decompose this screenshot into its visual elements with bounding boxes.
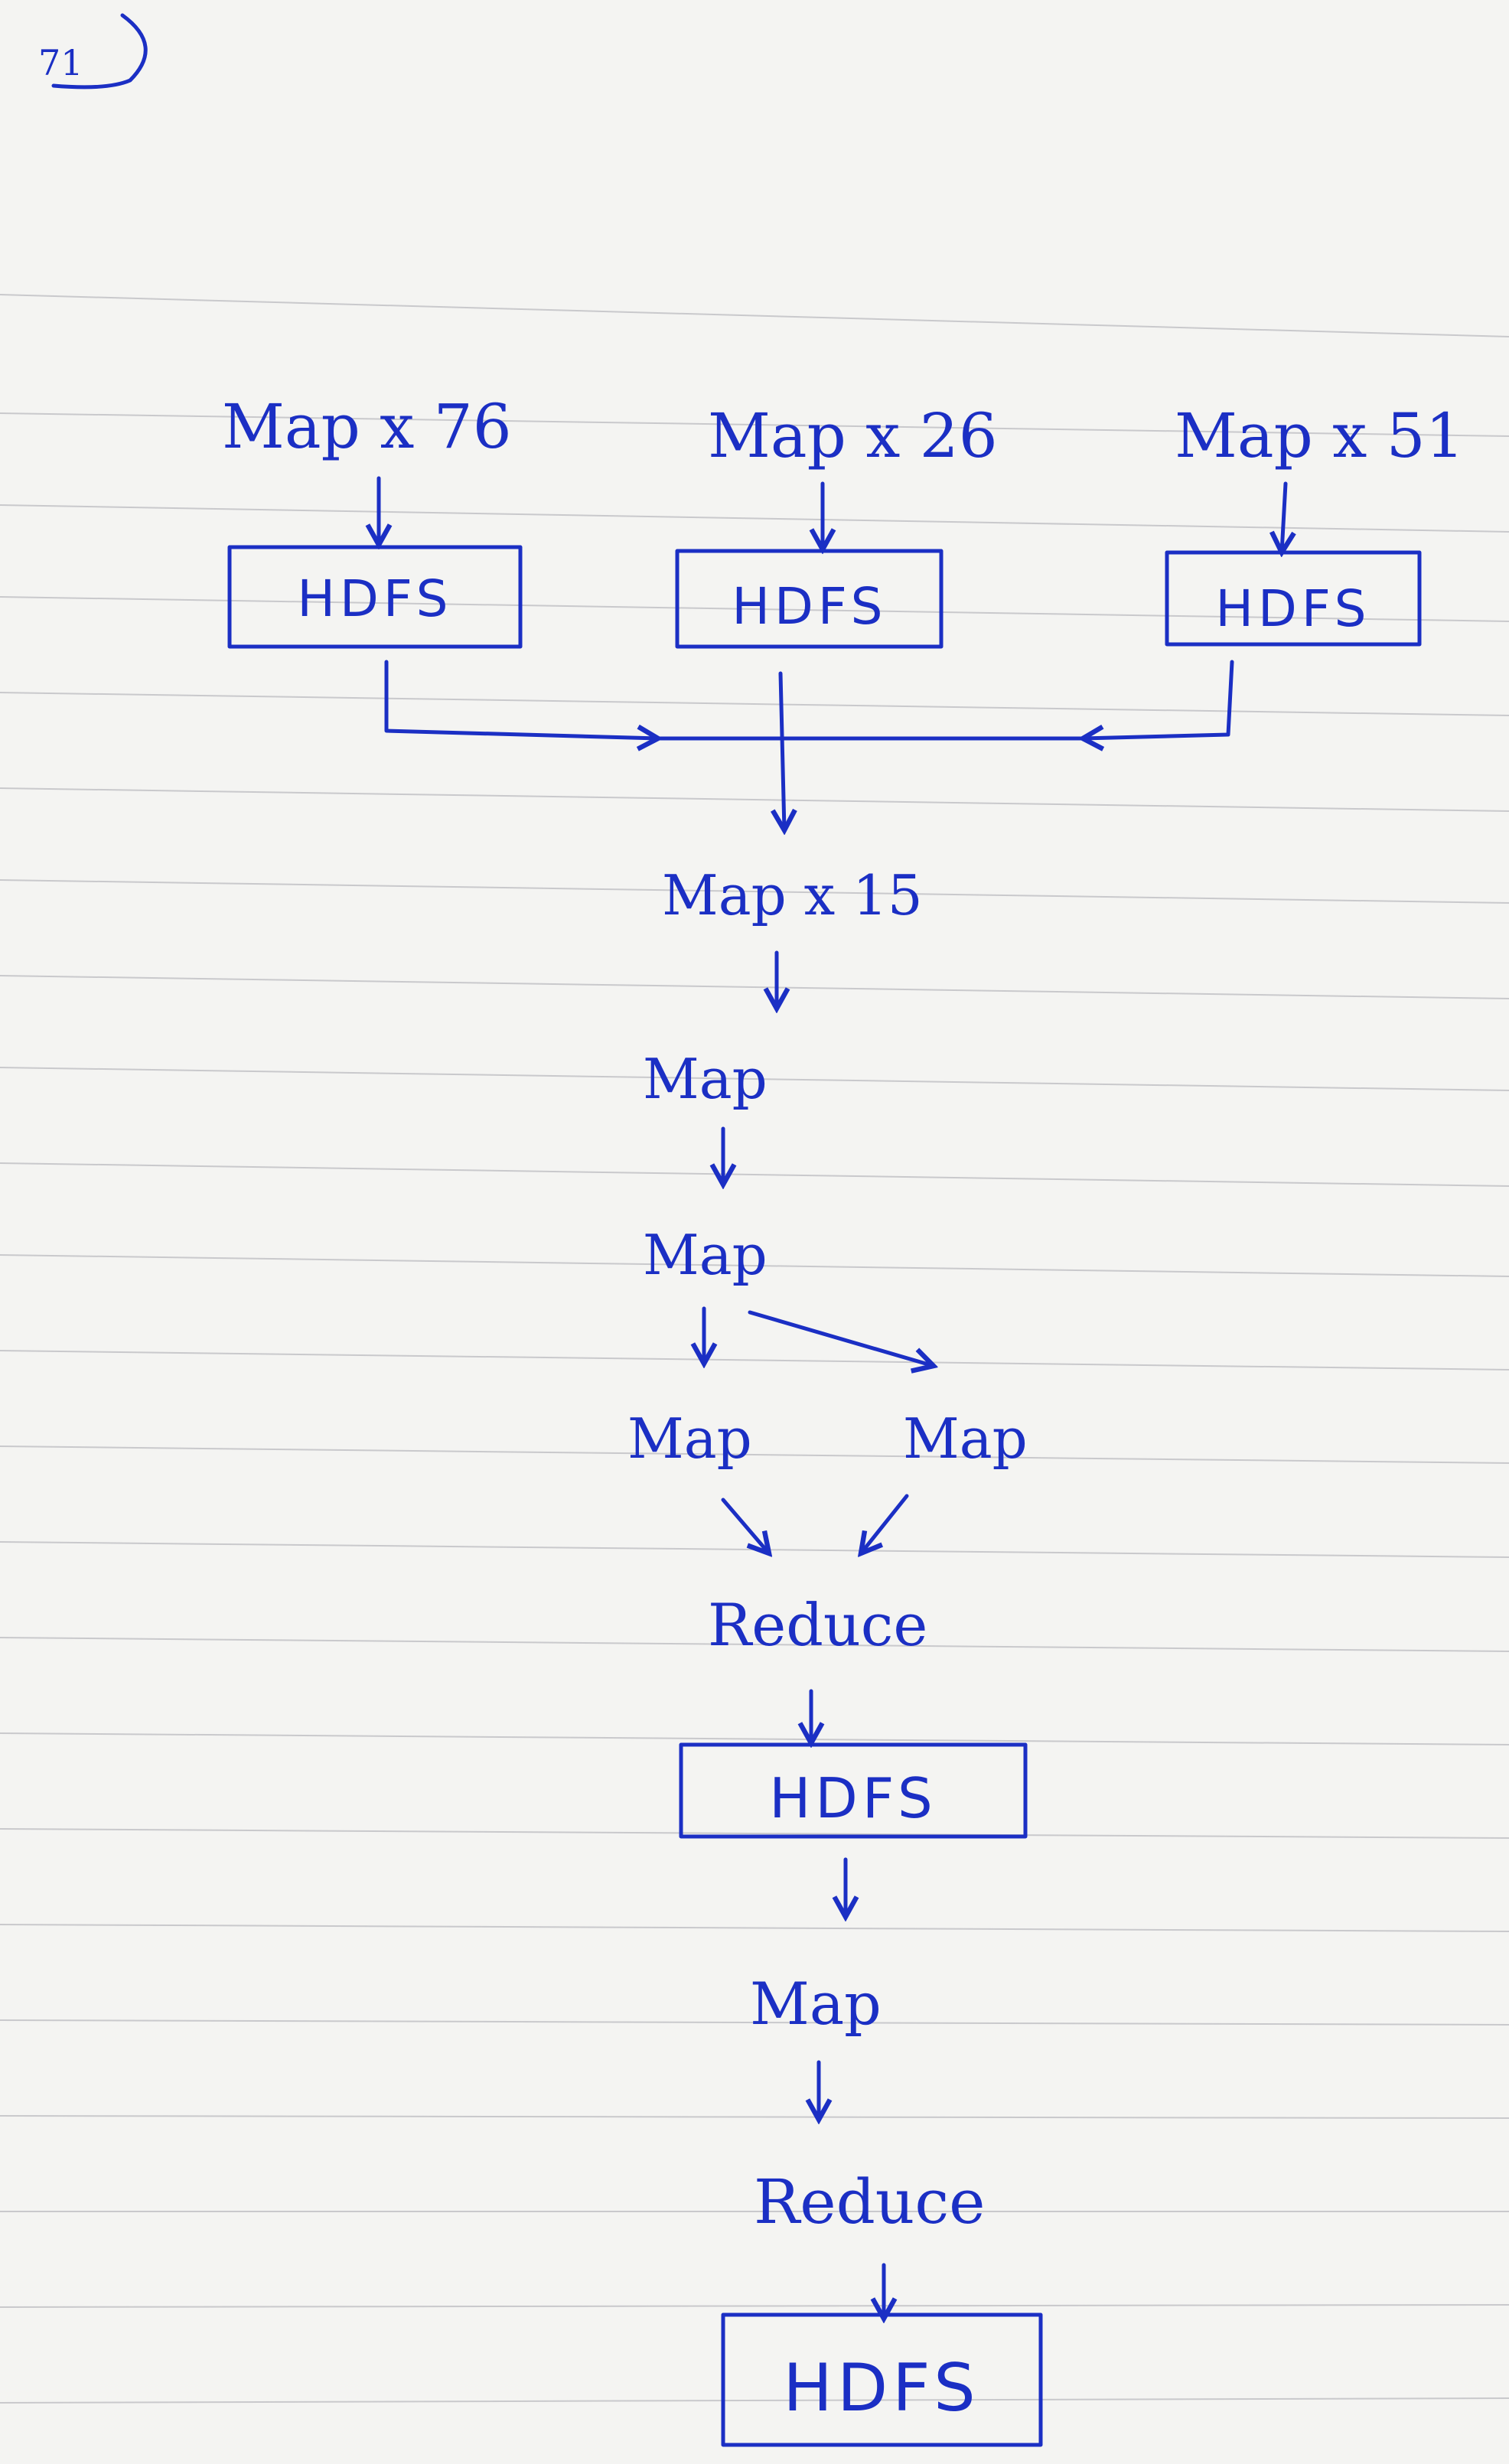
hdfs-1-label: HDFS <box>297 569 452 628</box>
arrow-map51-to-hdfs3 <box>1282 481 1286 552</box>
hdfs-5-label: HDFS <box>783 2350 979 2427</box>
arrow-merge-to-map15 <box>781 671 784 830</box>
hdfs-box-2: HDFS <box>675 549 944 649</box>
map-a-label: Map <box>643 1047 768 1111</box>
map-c-label: Map <box>627 1406 752 1471</box>
arrow-map-d-to-reduce <box>861 1494 909 1553</box>
map-d-label: Map <box>903 1406 1028 1471</box>
hdfs-2-label: HDFS <box>732 577 887 636</box>
map-51-label: Map x 51 <box>1175 400 1465 471</box>
map-15-label: Map x 15 <box>662 863 923 927</box>
reduce-1-label: Reduce <box>708 1591 927 1659</box>
hdfs-box-5: HDFS <box>721 2312 1043 2447</box>
hdfs-box-4: HDFS <box>679 1742 1028 1839</box>
connector-hdfs3-merge <box>1083 660 1234 738</box>
map-b-label: Map <box>643 1223 768 1287</box>
map-76-label: Map x 76 <box>222 391 512 462</box>
hdfs-3-label: HDFS <box>1215 579 1370 638</box>
arrow-map-c-to-reduce <box>721 1498 769 1553</box>
map-26-label: Map x 26 <box>708 400 998 471</box>
hdfs-4-label: HDFS <box>769 1766 937 1830</box>
arrow-map-b-to-map-d <box>748 1310 934 1366</box>
connector-hdfs1-merge <box>384 660 658 738</box>
hdfs-box-3: HDFS <box>1165 550 1422 647</box>
map-e-label: Map <box>750 1970 882 2038</box>
reduce-2-label: Reduce <box>754 2166 985 2237</box>
page-number: 71 <box>38 13 148 90</box>
page-number-text: 71 <box>38 42 83 83</box>
hdfs-box-1: HDFS <box>227 545 523 649</box>
